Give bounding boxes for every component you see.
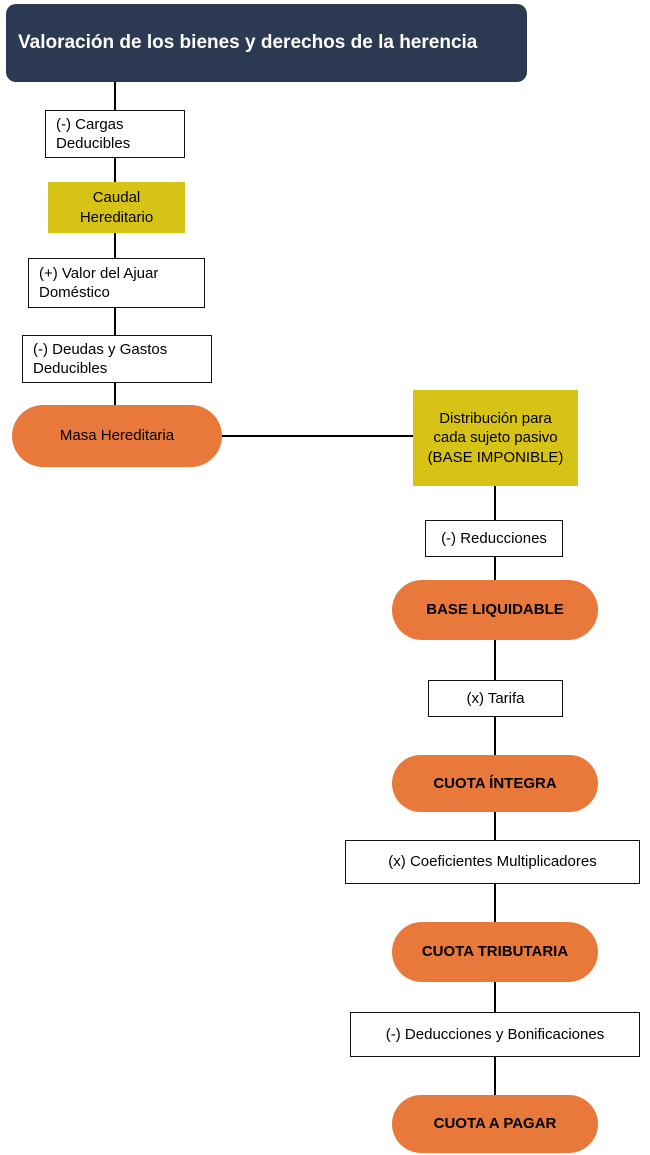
node-deudas-gastos-deducibles: (-) Deudas y Gastos Deducibles [22,335,212,383]
node-cuota-integra: CUOTA ÍNTEGRA [392,755,598,812]
node-cuota-a-pagar: CUOTA A PAGAR [392,1095,598,1153]
connector-cuotaintegra-coeficientes [494,812,496,840]
node-masa-hereditaria: Masa Hereditaria [12,405,222,467]
connector-distribucion-reducciones [494,486,496,520]
node-cargas-deducibles: (-) Cargas Deducibles [45,110,185,158]
node-deducciones-bonificaciones: (-) Deducciones y Bonificaciones [350,1012,640,1057]
node-valor-ajuar-domestico: (+) Valor del Ajuar Doméstico [28,258,205,308]
connector-tarifa-cuotaintegra [494,717,496,755]
node-cuota-tributaria: CUOTA TRIBUTARIA [392,922,598,982]
node-tarifa: (x) Tarifa [428,680,563,717]
connector-ajuar-deudas [114,308,116,335]
connector-coeficientes-cuotatributaria [494,884,496,922]
node-base-liquidable: BASE LIQUIDABLE [392,580,598,640]
connector-caudal-ajuar [114,233,116,258]
connector-deudas-masa [114,383,116,405]
connector-deducciones-cuotapagar [494,1057,496,1095]
connector-cuotatributaria-deducciones [494,982,496,1012]
connector-reducciones-baseliquidable [494,557,496,580]
connector-baseliquidable-tarifa [494,640,496,680]
connector-masa-distribucion [222,435,413,437]
node-reducciones: (-) Reducciones [425,520,563,557]
connector-cargas-caudal [114,158,116,182]
node-caudal-hereditario: Caudal Hereditario [48,182,185,233]
diagram-title: Valoración de los bienes y derechos de l… [6,4,527,82]
node-coeficientes-multiplicadores: (x) Coeficientes Multiplicadores [345,840,640,884]
connector-header-cargas [114,82,116,110]
node-distribucion-base-imponible: Distribución para cada sujeto pasivo (BA… [413,390,578,486]
